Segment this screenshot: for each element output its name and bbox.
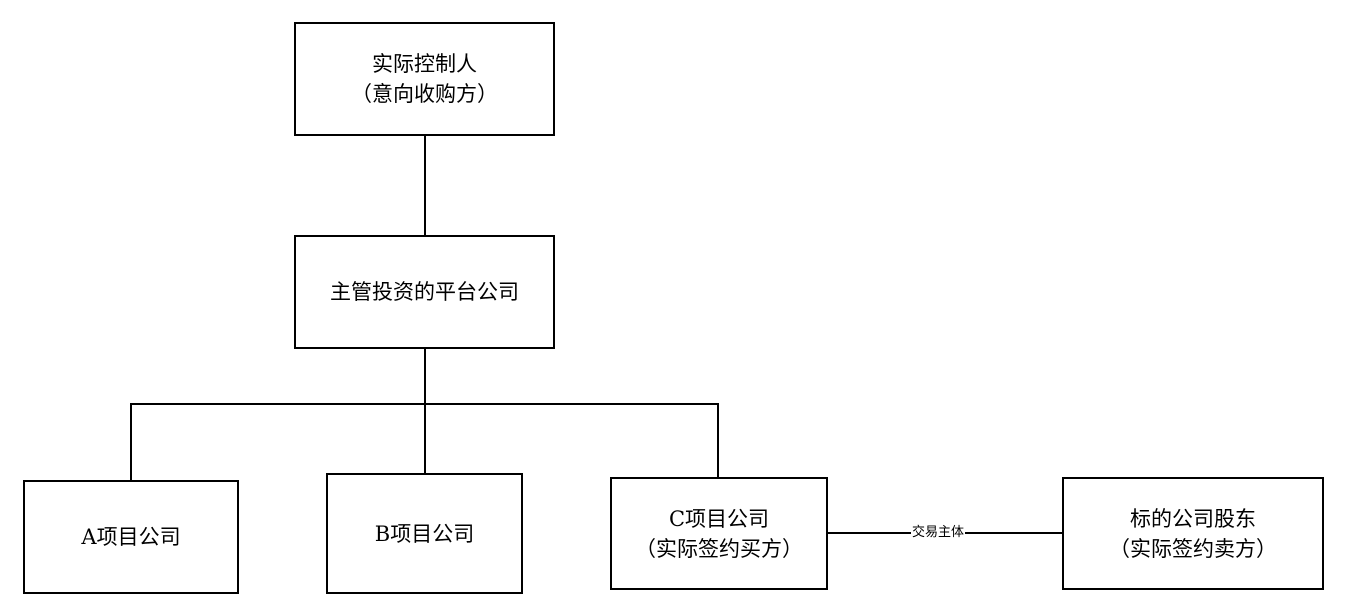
node-controller: 实际控制人 （意向收购方）: [294, 22, 555, 136]
connector-bus-a: [130, 403, 132, 482]
node-controller-title: 实际控制人: [372, 52, 477, 76]
node-project-a: A项目公司: [23, 480, 239, 594]
node-controller-subtitle: （意向收购方）: [351, 82, 498, 106]
node-target-shareholder-subtitle: （实际签约卖方）: [1109, 536, 1277, 561]
connector-bus-c: [717, 403, 719, 479]
node-project-c: C项目公司 （实际签约买方）: [610, 477, 828, 590]
node-project-b-title: B项目公司: [374, 521, 475, 546]
node-project-c-title: C项目公司: [668, 506, 770, 531]
connector-bus-b: [424, 403, 426, 474]
node-project-a-title: A项目公司: [81, 525, 181, 549]
node-platform: 主管投资的平台公司: [294, 235, 555, 349]
node-project-c-subtitle: （实际签约买方）: [635, 536, 803, 561]
node-project-b: B项目公司: [326, 473, 523, 594]
connector-platform-bus: [424, 348, 426, 405]
node-platform-title: 主管投资的平台公司: [330, 280, 519, 304]
node-target-shareholder-title: 标的公司股东: [1130, 506, 1256, 531]
transaction-label: 交易主体: [911, 525, 966, 541]
connector-controller-platform: [424, 134, 426, 237]
node-target-shareholder: 标的公司股东 （实际签约卖方）: [1062, 477, 1324, 590]
